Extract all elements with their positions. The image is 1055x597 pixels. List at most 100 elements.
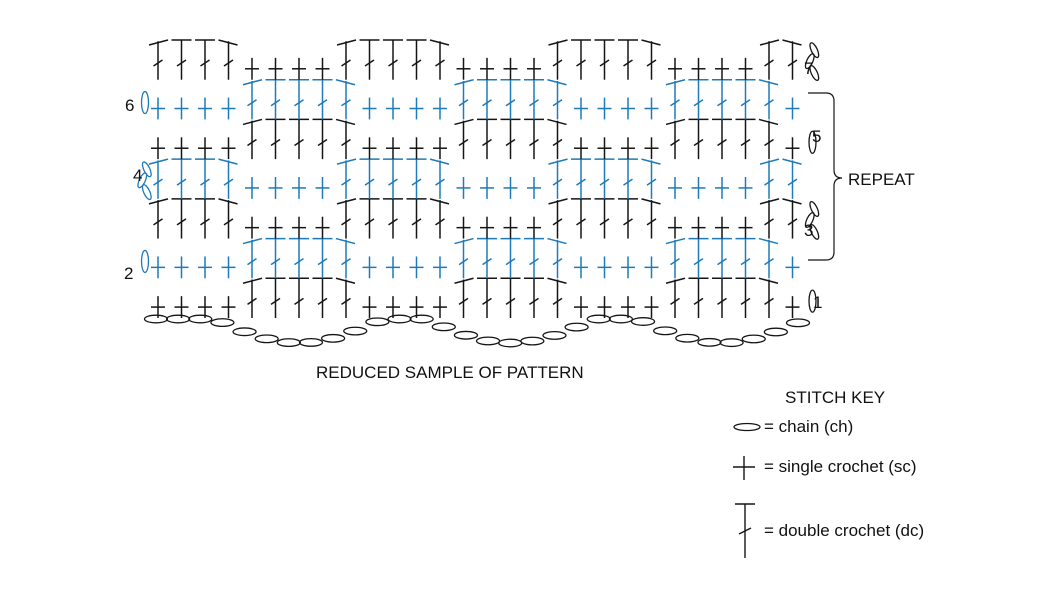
double-crochet-stitch	[265, 277, 286, 318]
double-crochet-stitch	[548, 198, 568, 239]
single-crochet-stitch	[151, 296, 165, 318]
repeat-bracket	[808, 92, 843, 261]
single-crochet-stitch	[174, 296, 189, 318]
single-crochet-stitch	[691, 216, 706, 239]
foundation-chain-stitch	[298, 337, 324, 347]
single-crochet-icon	[733, 456, 755, 480]
double-crochet-stitch	[477, 118, 497, 160]
chart-caption: REDUCED SAMPLE OF PATTERN	[316, 363, 584, 382]
single-crochet-stitch	[456, 216, 471, 239]
single-crochet-stitch	[715, 216, 729, 239]
single-crochet-stitch	[621, 137, 635, 160]
single-crochet-stitch	[198, 296, 212, 318]
double-crochet-stitch	[524, 78, 544, 120]
double-crochet-stitch	[359, 198, 380, 239]
single-crochet-stitch	[597, 97, 612, 120]
foundation-chain-stitch	[143, 314, 169, 324]
single-crochet-stitch	[245, 216, 259, 239]
stitch-grid	[148, 39, 802, 318]
double-crochet-stitch	[148, 158, 169, 199]
single-crochet-stitch	[597, 137, 612, 160]
double-crochet-stitch	[359, 39, 380, 80]
double-crochet-stitch	[383, 198, 403, 239]
single-crochet-stitch	[785, 137, 800, 160]
turning-chain	[140, 90, 150, 115]
double-crochet-stitch	[758, 277, 779, 318]
double-crochet-stitch	[547, 78, 567, 120]
double-crochet-stitch	[289, 237, 309, 279]
foundation-chain-stitch	[653, 326, 678, 336]
single-crochet-stitch	[644, 296, 659, 318]
double-crochet-stitch	[524, 237, 544, 279]
single-crochet-stitch	[668, 57, 682, 80]
row-label-5: 5	[812, 127, 821, 146]
double-crochet-stitch	[665, 118, 686, 160]
double-crochet-stitch	[312, 78, 333, 120]
double-crochet-stitch	[406, 39, 427, 80]
single-crochet-stitch	[198, 137, 212, 160]
double-crochet-stitch	[429, 198, 450, 239]
foundation-chain-stitch	[630, 317, 656, 326]
double-crochet-stitch	[500, 78, 521, 120]
single-crochet-stitch	[456, 177, 471, 199]
single-crochet-stitch	[433, 137, 447, 160]
foundation-chain-stitch	[763, 327, 789, 337]
double-crochet-stitch	[454, 277, 474, 318]
single-crochet-stitch	[480, 177, 494, 199]
single-crochet-stitch	[386, 97, 400, 120]
double-crochet-stitch	[665, 78, 686, 120]
foundation-chain-stitch	[254, 334, 279, 344]
turning-chain	[804, 201, 820, 240]
double-crochet-stitch	[547, 277, 567, 318]
double-crochet-stitch	[429, 158, 450, 199]
turning-chain	[808, 289, 817, 313]
double-crochet-stitch	[782, 39, 802, 80]
single-crochet-stitch	[503, 177, 518, 199]
single-crochet-stitch	[785, 296, 800, 318]
double-crochet-stitch	[735, 237, 756, 279]
foundation-chain-stitch	[697, 337, 722, 347]
single-crochet-stitch	[644, 97, 659, 120]
double-crochet-stitch	[335, 277, 356, 318]
row-labels: 1 2 3 4 5 6 7	[124, 59, 822, 312]
double-crochet-stitch	[548, 158, 568, 199]
double-crochet-stitch	[759, 39, 780, 80]
single-crochet-stitch	[574, 296, 588, 318]
single-crochet-stitch	[315, 177, 330, 199]
double-crochet-stitch	[406, 158, 427, 199]
double-crochet-stitch	[547, 237, 567, 279]
double-crochet-stitch	[454, 237, 474, 279]
double-crochet-stitch	[383, 39, 403, 80]
double-crochet-stitch	[242, 277, 263, 318]
double-crochet-stitch	[665, 237, 686, 279]
foundation-chain-stitch	[453, 330, 479, 340]
double-crochet-stitch	[500, 277, 521, 318]
double-crochet-stitch	[289, 78, 309, 120]
single-crochet-stitch	[574, 137, 588, 160]
double-crochet-stitch	[758, 237, 779, 279]
single-crochet-stitch	[292, 57, 306, 80]
double-crochet-stitch	[712, 237, 732, 279]
double-crochet-stitch	[429, 39, 450, 80]
single-crochet-stitch	[151, 256, 165, 279]
double-crochet-stitch	[688, 78, 709, 120]
single-crochet-stitch	[621, 256, 635, 279]
foundation-chain-stitch	[431, 322, 456, 332]
foundation-chain-stitch	[741, 334, 766, 344]
double-crochet-stitch	[218, 158, 238, 199]
single-crochet-stitch	[738, 177, 753, 199]
double-crochet-stitch	[218, 39, 238, 80]
stitch-key: STITCH KEY = chain (ch) = single crochet…	[733, 388, 924, 558]
double-crochet-stitch	[335, 237, 356, 279]
row-label-4: 4	[133, 166, 142, 185]
double-crochet-stitch	[195, 39, 215, 80]
double-crochet-stitch	[289, 277, 309, 318]
double-crochet-stitch	[359, 158, 380, 199]
single-crochet-stitch	[715, 177, 729, 199]
foundation-chain-stitch	[210, 318, 235, 328]
foundation-chain-stitch	[276, 338, 301, 348]
single-crochet-stitch	[386, 296, 400, 318]
double-crochet-stitch	[641, 158, 661, 199]
single-crochet-stitch	[409, 256, 424, 279]
single-crochet-stitch	[433, 256, 447, 279]
